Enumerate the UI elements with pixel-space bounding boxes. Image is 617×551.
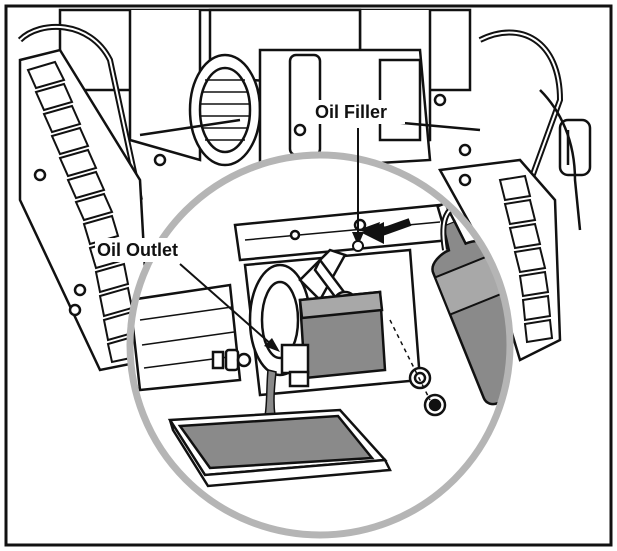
oil-filler-pour-arrow bbox=[358, 218, 412, 244]
oil-filler-label: Oil Filler bbox=[315, 102, 387, 122]
inset-closeup bbox=[132, 196, 508, 488]
oil-outlet-callout: Oil Outlet bbox=[95, 238, 280, 352]
machine-background bbox=[17, 8, 592, 372]
oil-outlet-label: Oil Outlet bbox=[97, 240, 178, 260]
oil-filler-callout: Oil Filler bbox=[313, 100, 405, 252]
inset-ring bbox=[126, 151, 514, 539]
